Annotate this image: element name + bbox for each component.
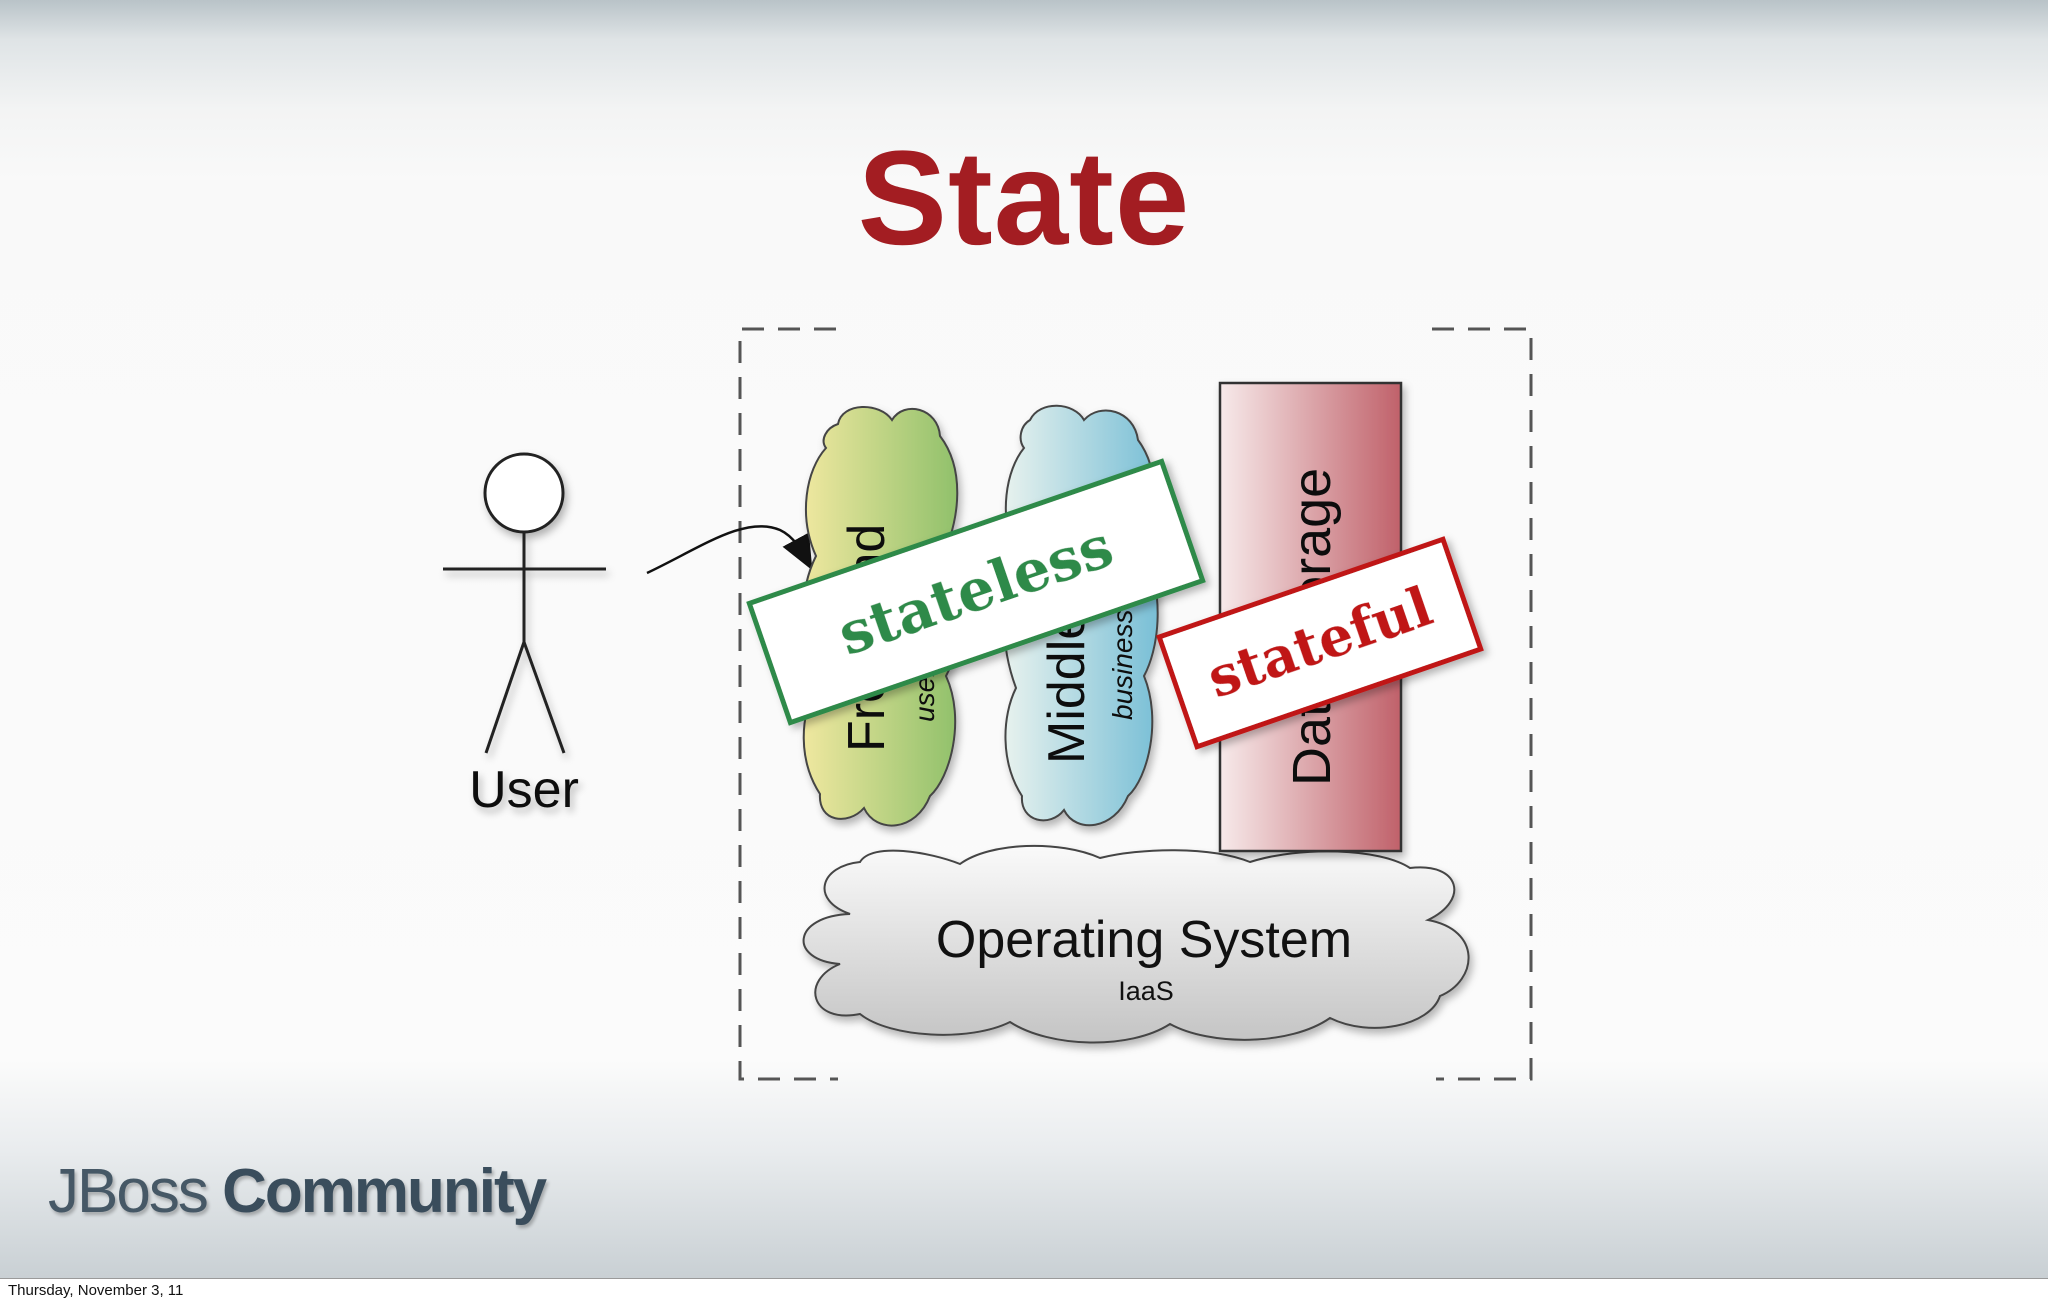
logo-part-jboss: JBoss <box>48 1157 209 1226</box>
slide-title: State <box>857 124 1191 273</box>
request-arrow <box>646 525 813 575</box>
footer-date: Thursday, November 3, 11 <box>8 1282 184 1299</box>
user-stick-figure-icon <box>443 452 606 754</box>
os-label: Operating System <box>936 911 1352 969</box>
platform-boundary <box>738 327 1533 1081</box>
stateful-stamp: stateful <box>1156 536 1484 750</box>
footer-divider <box>0 1278 2048 1279</box>
jboss-community-logo: JBoss Community <box>48 1156 547 1227</box>
logo-part-community: Community <box>222 1157 547 1226</box>
os-sublabel: IaaS <box>1118 976 1174 1006</box>
user-label: User <box>469 761 579 819</box>
operating-system-cloud <box>802 844 1470 1044</box>
